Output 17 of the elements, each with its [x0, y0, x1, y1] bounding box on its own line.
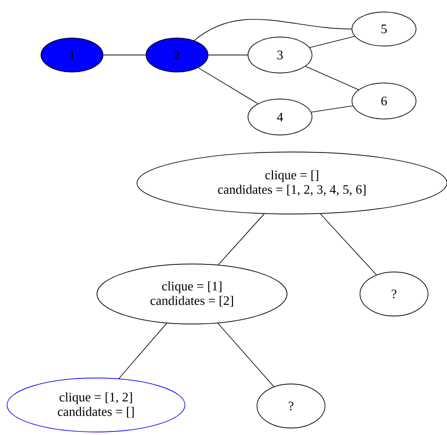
connector-line	[118, 322, 168, 379]
connector-line	[320, 213, 377, 276]
connector-line	[194, 18, 352, 41]
graph-vertex: 3	[248, 36, 312, 74]
graph-vertex: 5	[352, 12, 416, 46]
connector-line	[198, 67, 258, 104]
connector-line	[310, 105, 354, 113]
graph-vertex: 2	[146, 38, 208, 72]
connector-line	[218, 213, 265, 266]
graph-vertex: 6	[352, 82, 416, 120]
graph-vertex: 1	[40, 38, 104, 72]
graph-vertex: 4	[248, 98, 312, 136]
connector-line	[217, 322, 274, 387]
connector-line	[208, 54, 248, 56]
connector-line	[309, 36, 356, 48]
connector-line	[103, 54, 146, 56]
connector-line	[305, 66, 359, 90]
